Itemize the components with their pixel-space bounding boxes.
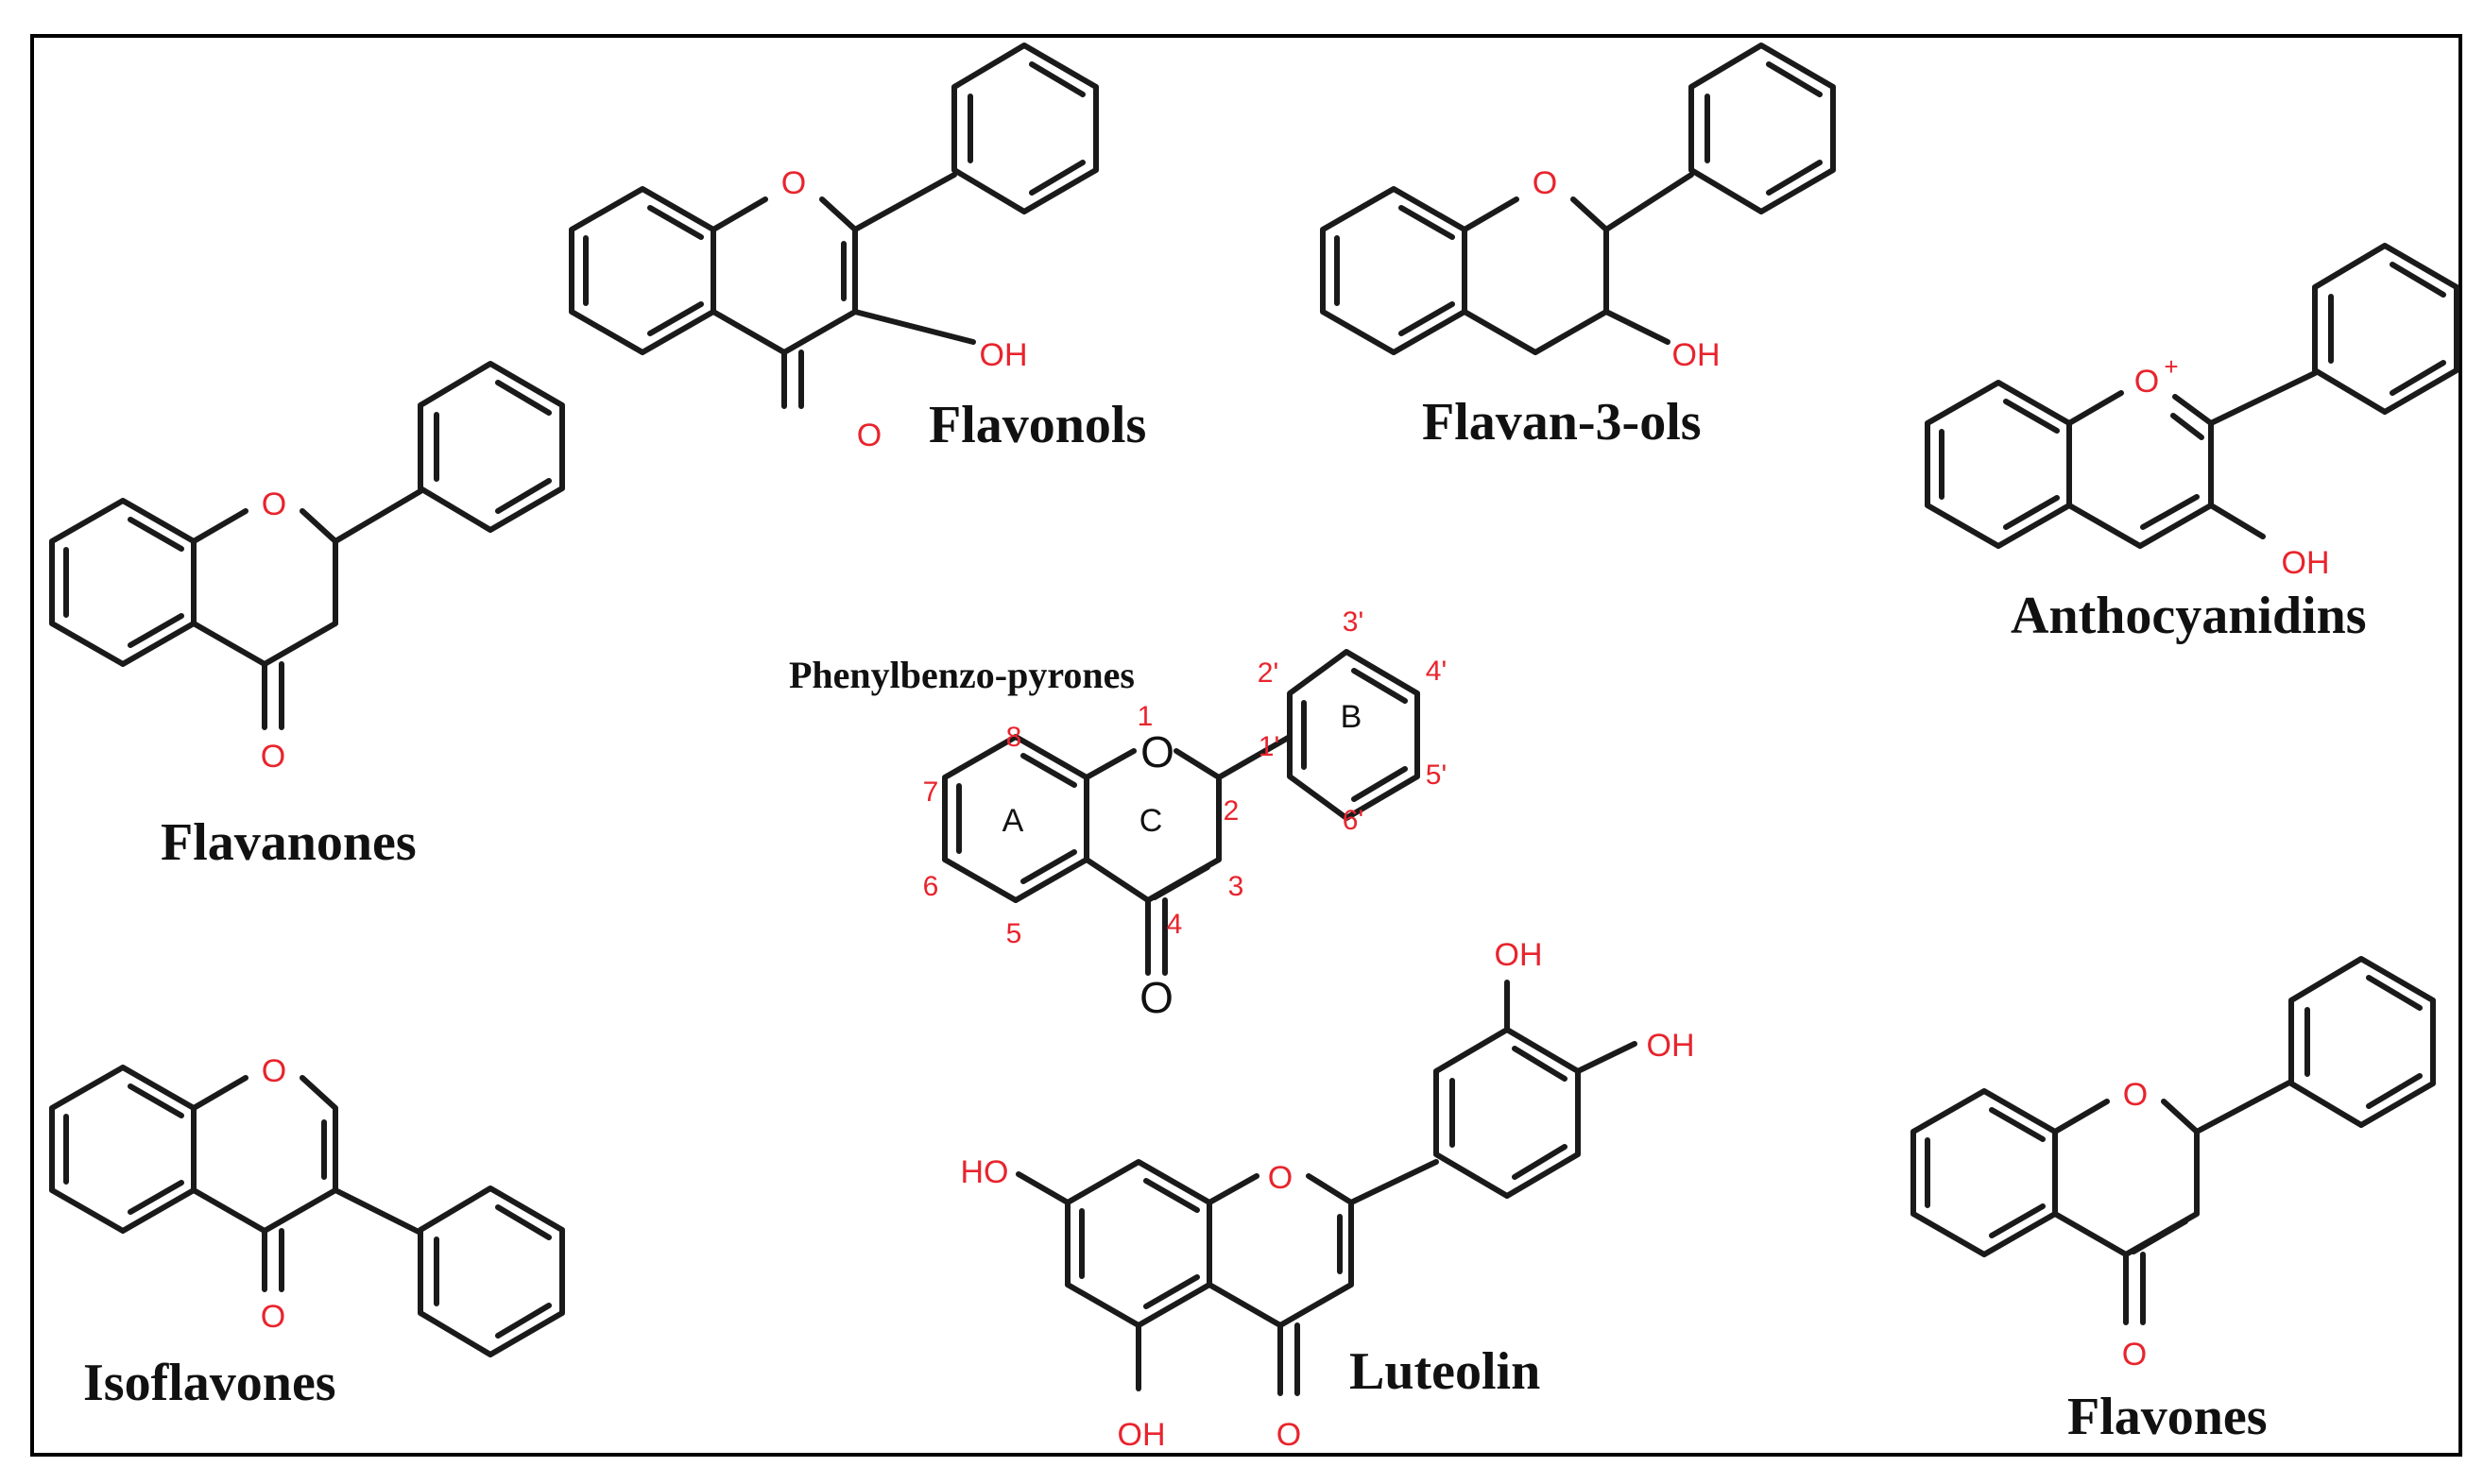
oxygen-atom: O <box>262 486 286 522</box>
carbonyl-oxygen: O <box>1276 1417 1301 1453</box>
position-3: 3 <box>1228 871 1244 902</box>
oxygen-atom: O <box>781 165 806 201</box>
ring-b-label: B <box>1341 699 1362 735</box>
oxygen-atom: O <box>1533 165 1557 201</box>
flavonols-label: Flavonols <box>929 396 1146 454</box>
luteolin-structure: O HO OH O OH OH Luteolin <box>961 937 1695 1453</box>
carbonyl-oxygen: O <box>261 1299 285 1335</box>
isoflavones-structure: O O Isoflavones <box>49 1053 565 1412</box>
carbonyl-oxygen: O <box>857 418 882 453</box>
ring-a-label: A <box>1002 803 1024 839</box>
phenylbenzopyrones-label: Phenylbenzo-pyrones <box>789 654 1135 696</box>
oxygen-atom: O <box>262 1053 286 1089</box>
position-7: 7 <box>923 776 939 808</box>
flavonols-structure: O OH O Flavonols <box>569 43 1146 454</box>
oxonium-atom: O <box>2134 364 2159 400</box>
anthocyanidins-structure: O + OH Anthocyanidins <box>1925 243 2459 645</box>
flavan-3-ols-structure: O OH Flavan-3-ols <box>1320 43 1836 452</box>
positive-charge: + <box>2164 352 2178 381</box>
position-1-prime: 1' <box>1259 731 1279 762</box>
hydroxyl-7: HO <box>961 1154 1009 1190</box>
position-5: 5 <box>1006 918 1022 949</box>
position-2: 2 <box>1224 795 1240 827</box>
luteolin-label: Luteolin <box>1349 1342 1540 1401</box>
ring-oxygen: O <box>1140 727 1174 776</box>
isoflavones-label: Isoflavones <box>83 1354 336 1412</box>
figure-frame <box>30 34 2462 1457</box>
hydroxyl-4-prime: OH <box>1647 1028 1695 1064</box>
position-1: 1 <box>1138 701 1154 732</box>
position-2-prime: 2' <box>1258 657 1278 689</box>
ring-c-label: C <box>1139 803 1163 839</box>
flavanones-label: Flavanones <box>161 813 417 872</box>
hydroxyl-3-prime: OH <box>1495 937 1543 973</box>
flavanones-structure: O O Flavanones <box>49 361 565 872</box>
ring-oxygen: O <box>1268 1160 1293 1196</box>
hydroxyl-group: OH <box>1672 337 1721 373</box>
flavones-structure: O O Flavones <box>1910 956 2436 1446</box>
flavan-3-ols-label: Flavan-3-ols <box>1422 393 1702 452</box>
position-4-prime: 4' <box>1426 656 1447 687</box>
hydroxyl-group: OH <box>2282 545 2330 581</box>
position-6: 6 <box>923 871 939 902</box>
phenylbenzopyrone-scaffold: Phenylbenzo-pyrones O O A C B 1 2 3 4 5 … <box>789 606 1447 1022</box>
carbonyl-oxygen: O <box>261 739 285 775</box>
position-6-prime: 6' <box>1343 805 1363 836</box>
oxygen-atom: O <box>2123 1077 2148 1113</box>
position-5-prime: 5' <box>1426 759 1447 791</box>
position-8: 8 <box>1006 722 1022 753</box>
hydroxyl-5: OH <box>1118 1417 1166 1453</box>
carbonyl-oxygen: O <box>2122 1337 2147 1373</box>
position-4: 4 <box>1167 909 1183 940</box>
carbonyl-oxygen: O <box>1139 973 1173 1022</box>
position-3-prime: 3' <box>1343 606 1363 638</box>
hydroxyl-group: OH <box>980 337 1028 373</box>
anthocyanidins-label: Anthocyanidins <box>2011 587 2367 645</box>
flavones-label: Flavones <box>2067 1388 2268 1446</box>
